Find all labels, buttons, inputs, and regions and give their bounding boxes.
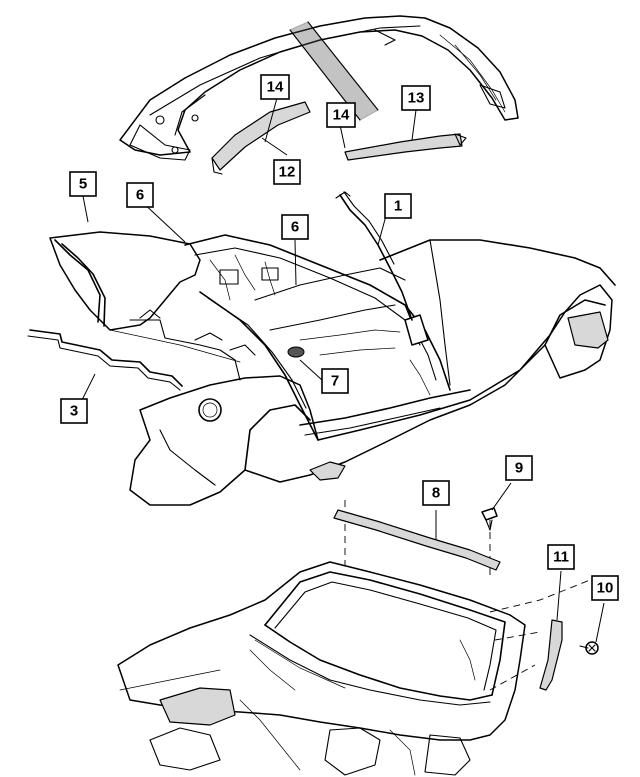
callout-11: 11: [547, 544, 575, 570]
callout-13: 13: [401, 85, 431, 111]
svg-text:6: 6: [291, 219, 299, 236]
callout-3: 3: [60, 398, 88, 424]
part-13-trim: [344, 133, 467, 161]
part-8-molding: [333, 509, 501, 571]
svg-text:9: 9: [515, 460, 523, 477]
windshield-assembly: [117, 500, 591, 776]
part-3-bar: [27, 329, 183, 391]
svg-text:13: 13: [408, 90, 425, 107]
svg-text:11: 11: [553, 549, 569, 566]
callout-6-left: 6: [126, 182, 154, 208]
callout-12: 12: [273, 159, 301, 185]
callout-1: 1: [384, 193, 412, 219]
callout-10: 10: [591, 575, 619, 601]
callout-7: 7: [321, 368, 349, 394]
callout-14-right: 14: [326, 102, 356, 128]
svg-text:10: 10: [597, 580, 614, 597]
roof-frame-assembly: [119, 15, 519, 161]
part-10-screw: [579, 641, 599, 655]
svg-text:8: 8: [432, 485, 440, 502]
callout-8: 8: [422, 480, 450, 506]
svg-text:6: 6: [136, 187, 144, 204]
svg-text:1: 1: [394, 198, 402, 215]
svg-text:7: 7: [331, 373, 339, 390]
callout-6-right: 6: [281, 214, 309, 240]
callout-14-left: 14: [260, 74, 290, 100]
callout-9: 9: [505, 455, 533, 481]
part-9-clip: [481, 507, 498, 531]
svg-text:12: 12: [279, 164, 296, 181]
callout-5: 5: [69, 171, 97, 197]
part-11-strip: [539, 619, 563, 691]
svg-text:5: 5: [79, 176, 87, 193]
svg-text:3: 3: [70, 403, 78, 420]
car-body: [49, 231, 616, 506]
svg-text:14: 14: [333, 107, 350, 124]
svg-text:14: 14: [267, 79, 284, 96]
part-12-trim: [211, 101, 311, 175]
